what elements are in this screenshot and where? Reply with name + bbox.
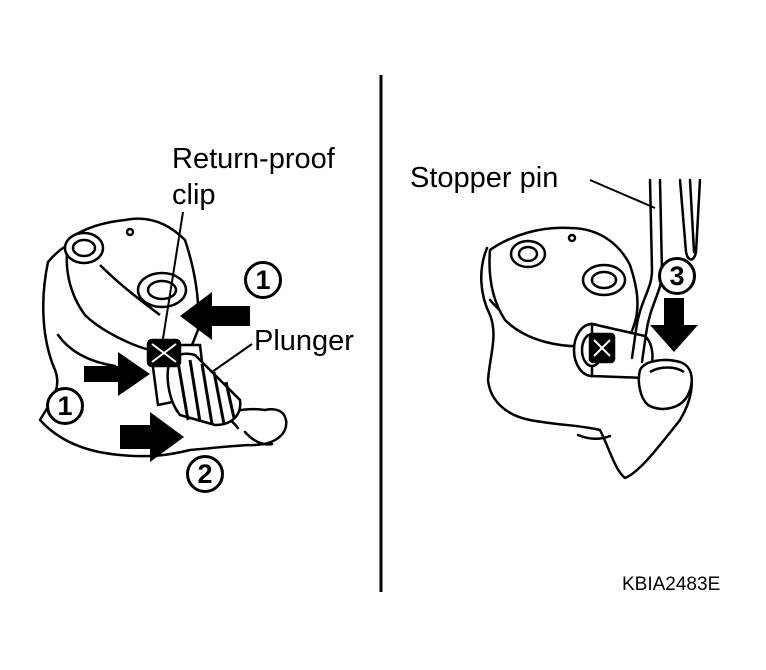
figure-code: KBIA2483E	[622, 574, 720, 596]
plunger-label: Plunger	[254, 325, 354, 357]
step-2-badge: 2	[186, 455, 224, 493]
step-1-badge-top: 1	[244, 261, 282, 299]
stopper-leader-line	[590, 180, 655, 208]
step-1-badge-left: 1	[46, 387, 84, 425]
arrow-3-down	[650, 298, 698, 352]
return-proof-clip-label-line1: Return-proof	[172, 143, 335, 175]
plunger-spring-left	[148, 340, 240, 425]
step-3-badge: 3	[658, 257, 696, 295]
leader-lines-right	[590, 180, 655, 208]
arrow-1-left	[84, 352, 150, 396]
stopper-pin-label: Stopper pin	[410, 162, 558, 194]
plunger-leader-line	[212, 344, 252, 372]
push-arrows-right	[650, 298, 698, 352]
return-proof-clip-label-line2: clip	[172, 179, 216, 211]
